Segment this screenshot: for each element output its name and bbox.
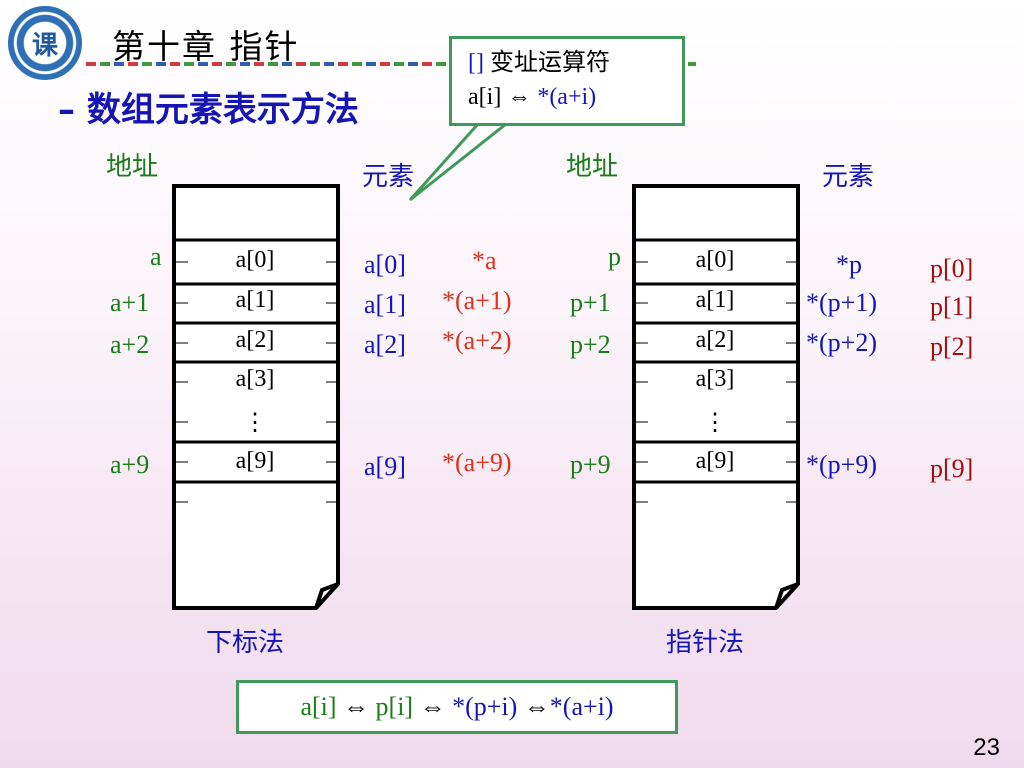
left-memory-block — [172, 184, 340, 610]
right-cell-ellipsis: ⋮ — [703, 410, 727, 436]
left-elem-index-0: a[0] — [364, 250, 406, 279]
section-subtitle: – 数组元素表示方法 — [58, 90, 359, 130]
left-element-header: 元素 — [362, 162, 415, 192]
right-elem-index-0: p[0] — [930, 254, 974, 283]
page-title: 第十章 指针 — [112, 27, 300, 66]
title-divider — [86, 62, 696, 66]
right-address-p9: p+9 — [570, 450, 611, 479]
left-address-a1: a+1 — [110, 288, 150, 317]
eq-p-index: p[i] — [375, 692, 414, 721]
left-address-header: 地址 — [106, 152, 159, 182]
callout-op-name: 变址运算符 — [489, 48, 610, 76]
left-elem-pointer-2: *(a+2) — [442, 326, 512, 355]
eq-p-pointer: *(p+i) — [452, 692, 518, 721]
left-elem-pointer-1: *(a+1) — [442, 286, 512, 315]
right-elem-pointer-2: *(p+2) — [806, 328, 877, 357]
eq-a-pointer: *(a+i) — [549, 692, 614, 721]
callout-bracket-op: [] — [468, 50, 484, 76]
left-cell-0: a[0] — [235, 247, 275, 273]
logo-glyph: 课 — [31, 30, 58, 61]
eq-a-index: a[i] — [300, 692, 337, 721]
right-cell-9: a[9] — [695, 448, 735, 474]
right-element-header: 元素 — [822, 162, 875, 192]
right-elem-pointer-9: *(p+9) — [806, 450, 877, 479]
right-address-header: 地址 — [566, 152, 619, 182]
right-address-p0: p — [608, 242, 621, 271]
callout-pointer-expr: *(a+i) — [537, 84, 597, 110]
callout-index-expr: a[i] — [468, 84, 502, 110]
eq-symbol-3: ⇔ — [523, 692, 550, 721]
callout-pointer — [408, 122, 511, 202]
right-cell-1: a[1] — [695, 287, 735, 313]
right-elem-index-2: p[2] — [930, 332, 974, 361]
left-cell-2: a[2] — [235, 327, 275, 353]
right-elem-index-1: p[1] — [930, 292, 974, 321]
left-cell-ellipsis: ⋮ — [243, 410, 267, 436]
right-caption: 指针法 — [666, 628, 745, 658]
university-logo: 课 — [8, 6, 82, 80]
right-cell-3: a[3] — [695, 366, 735, 392]
right-elem-index-9: p[9] — [930, 454, 974, 483]
equivalence-box: a[i] ⇔ p[i] ⇔ *(p+i) ⇔*(a+i) — [236, 680, 678, 734]
page-number: 23 — [973, 734, 1000, 761]
eq-symbol-1: ⇔ — [343, 692, 370, 721]
right-elem-pointer-0: *p — [836, 250, 862, 279]
left-elem-index-2: a[2] — [364, 330, 406, 359]
callout-equiv-symbol: ⇔ — [507, 84, 532, 110]
left-cell-3: a[3] — [235, 366, 275, 392]
right-address-p1: p+1 — [570, 288, 611, 317]
right-address-p2: p+2 — [570, 330, 611, 359]
left-address-a2: a+2 — [110, 330, 150, 359]
left-address-a0: a — [150, 242, 162, 271]
left-address-a9: a+9 — [110, 450, 150, 479]
right-memory-block — [632, 184, 800, 610]
eq-symbol-2: ⇔ — [419, 692, 446, 721]
left-caption: 下标法 — [206, 628, 285, 658]
left-cell-1: a[1] — [235, 287, 275, 313]
left-elem-pointer-9: *(a+9) — [442, 448, 512, 477]
left-elem-index-9: a[9] — [364, 452, 406, 481]
right-cell-0: a[0] — [695, 247, 735, 273]
left-elem-index-1: a[1] — [364, 290, 406, 319]
left-cell-9: a[9] — [235, 448, 275, 474]
operator-callout: [] 变址运算符 a[i] ⇔ *(a+i) — [449, 36, 685, 126]
left-elem-pointer-0: *a — [472, 246, 497, 275]
right-cell-2: a[2] — [695, 327, 735, 353]
right-elem-pointer-1: *(p+1) — [806, 288, 877, 317]
